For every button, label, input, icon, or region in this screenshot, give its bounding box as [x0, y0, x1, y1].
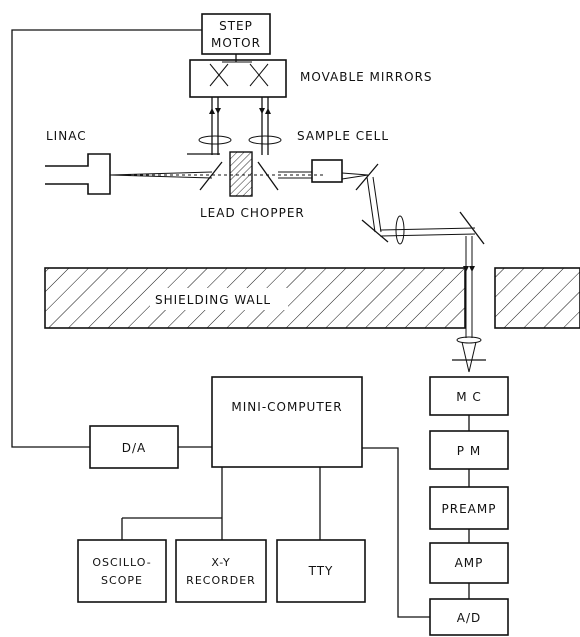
shielding-wall-right — [494, 267, 580, 329]
mini-computer-label: MINI-COMPUTER — [231, 400, 342, 414]
xy-recorder-label-line2: RECORDER — [186, 574, 256, 587]
lead-chopper-label: LEAD CHOPPER — [200, 206, 305, 220]
linac-beam-pipe — [45, 153, 111, 195]
lens-right — [248, 135, 282, 145]
oscilloscope-label-line1: OSCILLO- — [92, 556, 151, 569]
step-motor-label-line2: MOTOR — [211, 36, 261, 50]
movable-mirrors-assembly — [189, 59, 287, 98]
tty-label: TTY — [308, 564, 334, 578]
oscilloscope-box: OSCILLO- SCOPE — [77, 539, 167, 603]
step-motor-label-line1: STEP — [219, 19, 253, 33]
step-motor-box: STEP MOTOR — [201, 13, 271, 55]
linac-beam — [109, 171, 325, 179]
sample-beam-out — [278, 171, 369, 180]
lens-left — [198, 135, 232, 145]
shielding-wall-label-bg — [150, 288, 288, 310]
pm-box: P M — [429, 430, 509, 470]
peripheral-bus — [121, 467, 321, 540]
amp-box: AMP — [429, 542, 509, 584]
tty-box: TTY — [276, 539, 366, 603]
vertical-beam-paths — [209, 97, 271, 155]
preamp-box: PREAMP — [429, 486, 509, 530]
sample-cell-label: SAMPLE CELL — [297, 129, 389, 143]
linac-label: LINAC — [46, 129, 87, 143]
shielding-wall-label: SHIELDING WALL — [155, 293, 271, 307]
control-loop-line — [11, 29, 202, 448]
oscilloscope-label-line2: SCOPE — [101, 574, 143, 587]
sample-cell-box — [311, 159, 343, 183]
amp-label: AMP — [455, 556, 484, 570]
mc-box: M C — [429, 376, 509, 416]
movable-mirrors-label: MOVABLE MIRRORS — [300, 70, 433, 84]
ad-box: A/D — [429, 598, 509, 636]
da-label: D/A — [122, 441, 147, 455]
computer-ad-link — [362, 447, 430, 618]
detector-beam — [452, 290, 486, 373]
ad-label: A/D — [457, 611, 482, 625]
chopper-mirror-left — [199, 161, 223, 191]
preamp-label: PREAMP — [442, 502, 497, 516]
relay-optics — [355, 163, 485, 290]
mini-computer-box: MINI-COMPUTER — [211, 376, 363, 468]
chopper-mirror-right — [257, 161, 279, 191]
mc-label: M C — [456, 390, 482, 404]
da-box: D/A — [89, 425, 179, 469]
xy-recorder-box: X-Y RECORDER — [175, 539, 267, 603]
pm-label: P M — [457, 444, 481, 458]
xy-recorder-label-line1: X-Y — [211, 556, 230, 569]
lead-chopper-block — [229, 151, 253, 197]
